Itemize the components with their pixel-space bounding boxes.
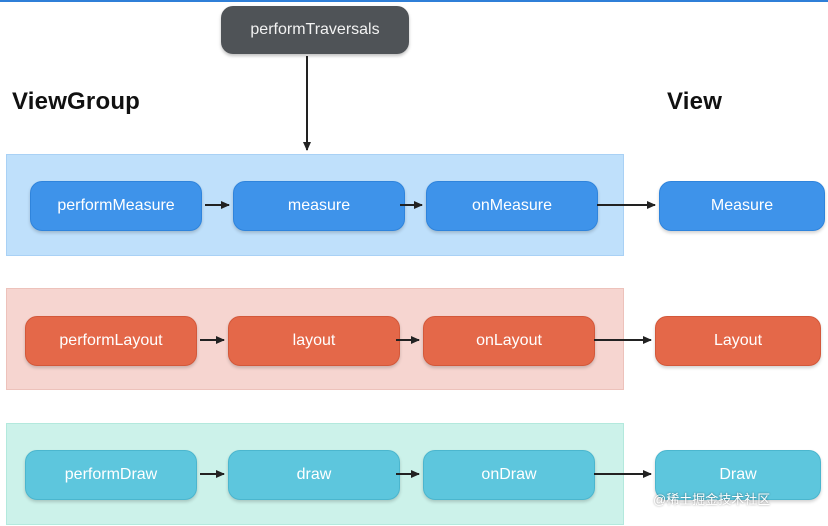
view-heading: View [667,88,723,115]
perform-traversals-node: performTraversals [221,6,409,54]
on-measure-node: onMeasure [426,181,598,231]
view-measure-node: Measure [659,181,825,231]
layout-node: layout [228,316,400,366]
perform-layout-node: performLayout [25,316,197,366]
draw-node: draw [228,450,400,500]
watermark-text: @稀土掘金技术社区 [653,492,771,507]
viewgroup-heading: ViewGroup [12,88,141,115]
perform-draw-node: performDraw [25,450,197,500]
view-draw-node: Draw [655,450,821,500]
measure-node: measure [233,181,405,231]
view-layout-node: Layout [655,316,821,366]
top-accent-line [0,0,828,2]
perform-measure-node: performMeasure [30,181,202,231]
on-layout-node: onLayout [423,316,595,366]
